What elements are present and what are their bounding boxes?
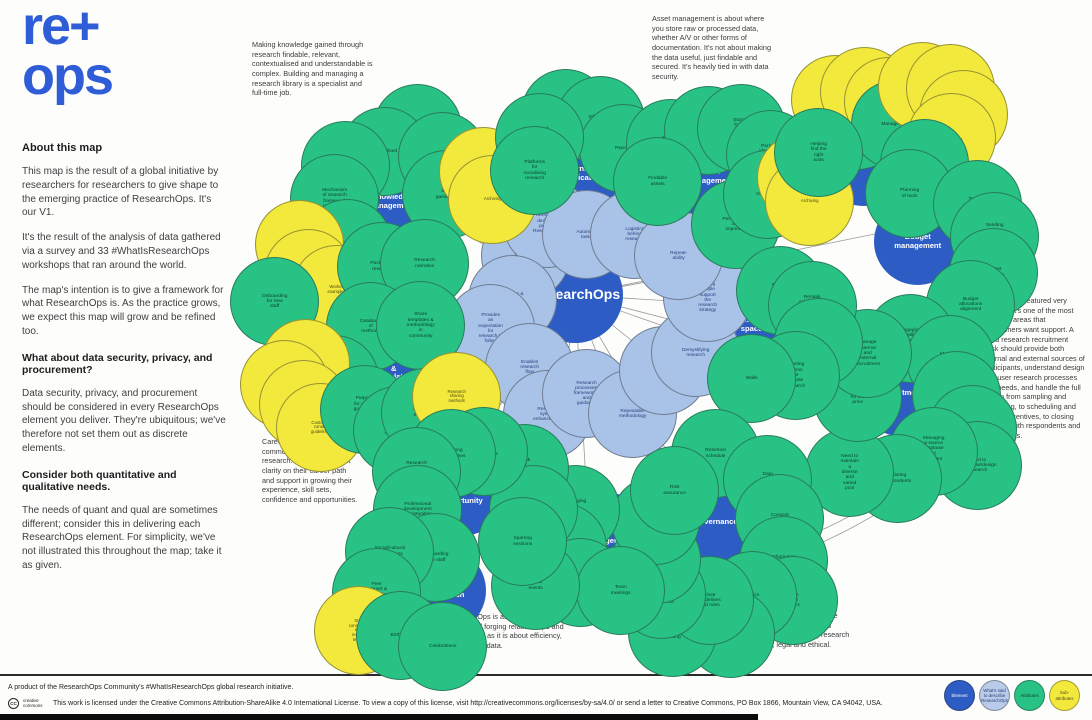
legend-attributes: Attributes <box>1014 680 1045 711</box>
license-text: This work is licensed under the Creative… <box>53 700 883 707</box>
node-c3: Sparring sessions <box>478 497 568 587</box>
about-heading-4: What about data security, privacy, and p… <box>22 351 213 376</box>
footer-credit: A product of the ResearchOps Community's… <box>8 684 294 691</box>
footer-divider <box>0 674 1092 676</box>
node-v13: Risk assurance <box>630 446 720 536</box>
annotation-recruitment: Recruitment featured very strongly. It's… <box>983 296 1085 440</box>
about-paragraph-1: This map is the result of a global initi… <box>22 166 219 219</box>
about-paragraph-2: It's the result of the analysis of data … <box>22 232 221 271</box>
node-e4: Team meetings <box>576 546 666 636</box>
legend-element: Element <box>944 680 975 711</box>
bottom-black-bar <box>0 714 758 720</box>
creative-commons-icon: CC <box>8 698 19 709</box>
legend-sub-attributes: Sub-attributes <box>1049 680 1080 711</box>
logo-line-1: re+ <box>22 0 101 56</box>
reops-logo: re+ ops <box>22 0 114 106</box>
creative-commons-label: creative commons <box>23 698 43 708</box>
node-a4: Findable assets <box>613 137 703 227</box>
footer-license: CC creative commons This work is license… <box>8 698 883 709</box>
node-t11: Helping find the right tools <box>774 108 864 198</box>
about-paragraph-5: Data security, privacy, and procurement … <box>22 387 226 454</box>
annotation-knowledge: Making knowledge gained through research… <box>252 40 373 98</box>
legend-descriptor: What's said to describe ResearchOps <box>979 680 1010 711</box>
about-paragraph-3: The map's intention is to give a framewo… <box>22 284 224 337</box>
node-s5: Walls <box>707 334 797 424</box>
node-i5: Platforms for socialising research <box>490 126 580 216</box>
about-heading-0: About this map <box>22 142 103 154</box>
about-heading-6: Consider both quantitative and qualitati… <box>22 468 177 493</box>
node-f5: Celebrations <box>398 602 488 692</box>
about-paragraph-7: The needs of quant and qual are sometime… <box>22 504 222 571</box>
logo-line-2: ops <box>22 45 114 106</box>
annotation-asset: Asset management is about where you stor… <box>652 14 772 81</box>
